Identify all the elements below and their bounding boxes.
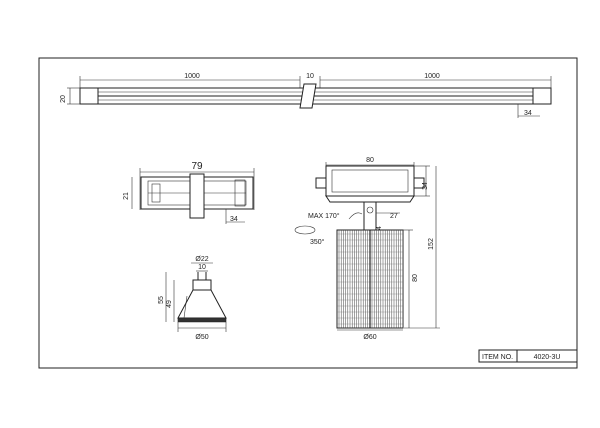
fixture-adapter <box>325 165 415 197</box>
rail-dim-height: 20 <box>60 95 67 103</box>
lamp-dim-total-h: 55 <box>158 296 165 304</box>
rail-dim-center: 10 <box>306 73 314 80</box>
pan-rotation-icon <box>294 225 316 235</box>
fixture-arm <box>363 201 377 231</box>
tilt-arc-icon <box>348 212 363 220</box>
title-item-label: ITEM NO. <box>482 354 513 361</box>
connector-view: 79 21 34 <box>123 161 255 224</box>
title-block: ITEM NO. 4020-3U <box>478 349 578 363</box>
fixture-dim-adapter-w: 80 <box>366 157 374 164</box>
rail-dim-right: 1000 <box>424 73 440 80</box>
connector-dim-length: 79 <box>191 161 203 172</box>
fixture-heat-fins <box>337 230 404 328</box>
connector-dim-height: 21 <box>123 192 130 200</box>
lamp-reflector <box>177 289 227 319</box>
rail-center-joint <box>299 83 317 109</box>
fixture-rotation-tilt: MAX 170° <box>308 212 340 220</box>
fixture-rotation-pan: 350° <box>310 238 325 246</box>
fixture-dim-body-h: 80 <box>412 274 419 282</box>
lamp-dim-body-h: 49 <box>166 300 173 308</box>
lamp-view: Ø22 10 55 49 Ø50 <box>158 256 227 341</box>
fixture-dim-arm-1: 27 <box>390 213 398 220</box>
rail-dim-left: 1000 <box>184 73 200 80</box>
rail-end-cap-right <box>532 87 552 105</box>
fixture-dim-body-dia: Ø60 <box>363 334 376 341</box>
rail-end-cap-left <box>79 87 99 105</box>
fixture-view: 80 34 MAX 170° 350° 27 34 152 <box>294 157 440 341</box>
lamp-dim-neck: 10 <box>198 264 206 271</box>
fixture-dim-adapter-h: 34 <box>422 182 429 190</box>
connector-clip <box>189 173 205 219</box>
connector-dim-small: 34 <box>230 216 238 223</box>
lamp-dim-bottom-dia: Ø50 <box>195 334 208 341</box>
lamp-lens <box>177 317 227 323</box>
rail-view: 1000 10 1000 20 34 <box>60 73 552 118</box>
rail-dim-end: 34 <box>524 110 532 117</box>
drawing-border <box>38 57 578 369</box>
fixture-dim-total-h: 152 <box>428 238 435 250</box>
lamp-dim-top-dia: Ø22 <box>195 256 208 263</box>
title-item-value: 4020-3U <box>534 354 561 361</box>
lamp-base <box>192 279 212 291</box>
